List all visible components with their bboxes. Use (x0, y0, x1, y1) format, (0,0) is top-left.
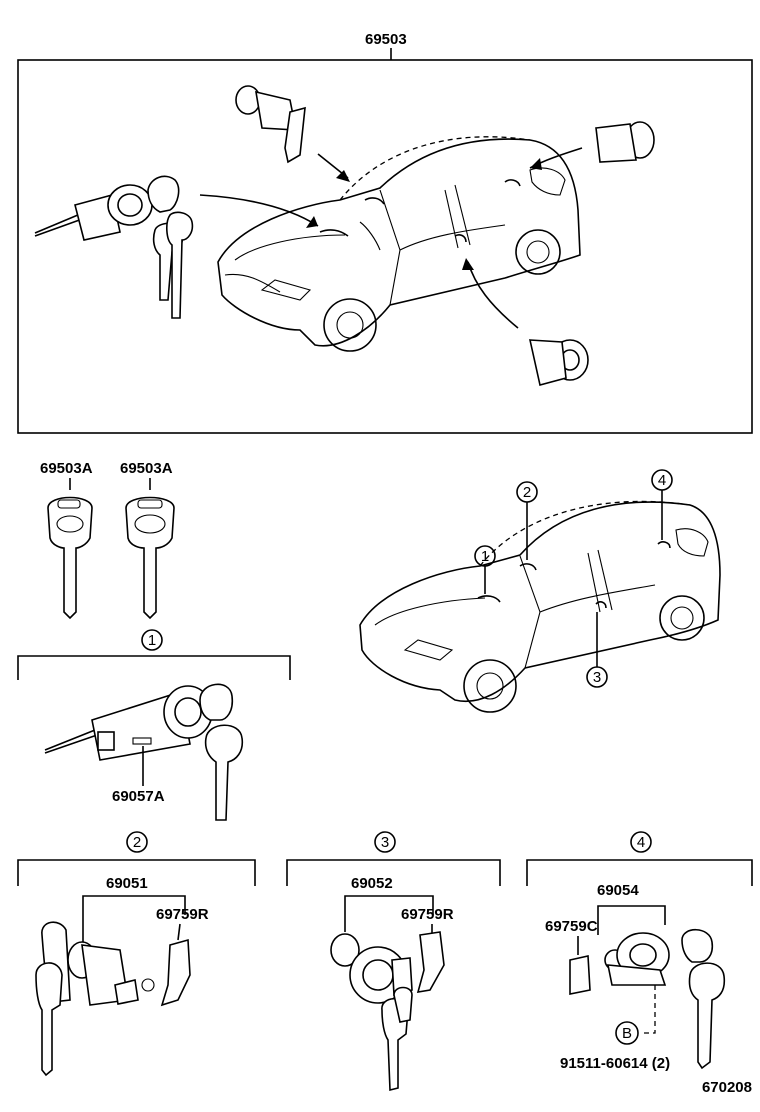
svg-text:4: 4 (637, 834, 645, 851)
label-fastener: 91511-60614 (2) (560, 1055, 670, 1072)
fastener-marker-B: B (615, 1021, 639, 1045)
sub-key (125, 496, 175, 620)
leader-69052 (344, 895, 434, 932)
group-3-header: 3 (286, 831, 501, 886)
ignition-lock-cylinder-top (34, 175, 194, 319)
group-2-header: 2 (17, 831, 256, 886)
rear-door-lock-top (595, 121, 655, 163)
figure-id: 670208 (702, 1079, 752, 1096)
car-illustration-callouts (359, 500, 721, 713)
leader-69759R-group2 (177, 923, 181, 941)
svg-text:1: 1 (148, 632, 156, 649)
rear-door-lock (569, 928, 726, 1070)
group-4-header: 4 (526, 831, 753, 886)
front-door-lock-top (528, 339, 589, 386)
label-69057A: 69057A (112, 788, 165, 805)
label-top-assembly: 69503 (365, 31, 407, 48)
svg-text:2: 2 (523, 484, 531, 501)
svg-text:B: B (622, 1025, 632, 1042)
leader-69054 (597, 905, 666, 935)
label-key-right: 69503A (120, 460, 173, 477)
master-key (47, 496, 93, 620)
glovebox-lock (35, 921, 191, 1077)
label-69052: 69052 (351, 875, 393, 892)
leader-fastener (640, 985, 656, 1034)
svg-text:2: 2 (133, 834, 141, 851)
label-69759C: 69759C (545, 918, 598, 935)
car-illustration-top (217, 136, 581, 352)
glovebox-lock-top (235, 85, 306, 164)
svg-text:3: 3 (593, 669, 601, 686)
callout-4-marker: 4 (651, 469, 673, 540)
svg-text:1: 1 (481, 548, 489, 565)
front-door-lock (330, 931, 445, 1092)
label-69054: 69054 (597, 882, 639, 899)
group-1-header: 1 (17, 629, 291, 680)
callout-2-marker: 2 (516, 481, 538, 560)
label-69759R-group3: 69759R (401, 906, 454, 923)
label-key-left: 69503A (40, 460, 93, 477)
leader-69051 (82, 895, 186, 945)
svg-text:3: 3 (381, 834, 389, 851)
label-69759R-group2: 69759R (156, 906, 209, 923)
svg-text:4: 4 (658, 472, 666, 489)
top-assembly-box (17, 59, 753, 434)
arrow-door-to-car (467, 261, 519, 329)
arrow-ignition-to-car (199, 194, 319, 227)
label-69051: 69051 (106, 875, 148, 892)
callout-1-marker: 1 (474, 545, 496, 594)
callout-3-marker: 3 (586, 612, 608, 688)
ignition-lock-cylinder (44, 683, 244, 821)
